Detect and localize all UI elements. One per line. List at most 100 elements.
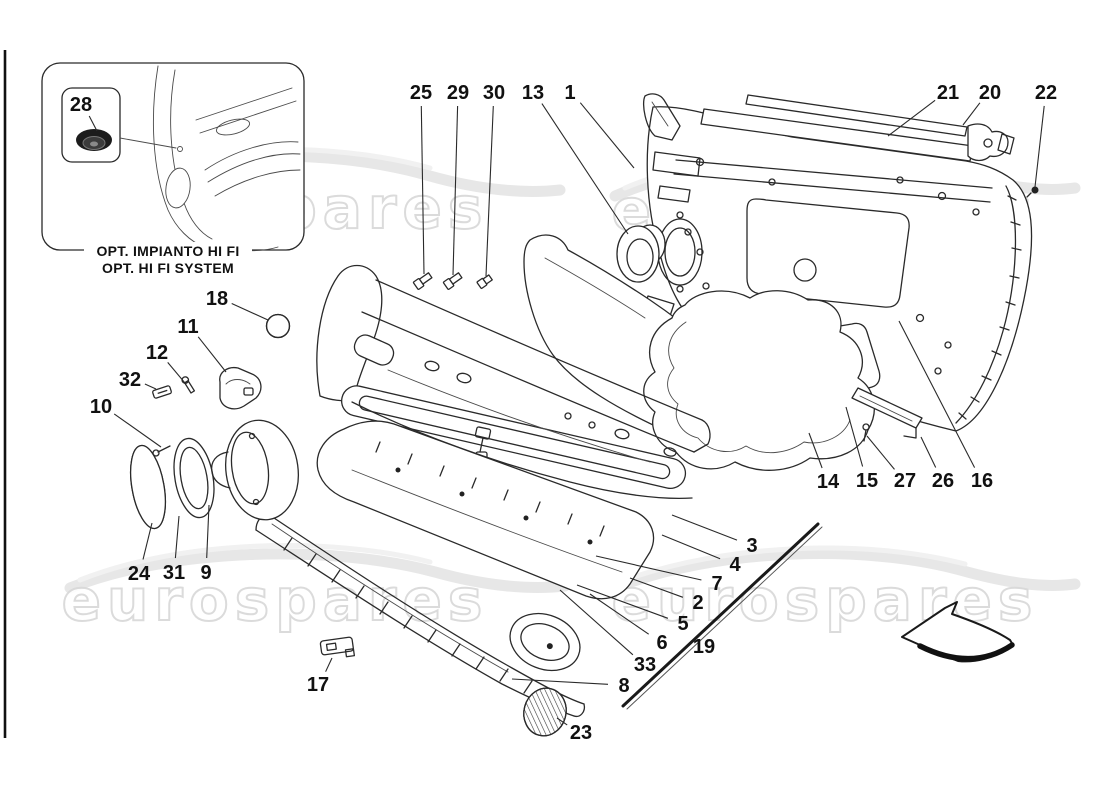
- part-label-6: 6: [656, 632, 667, 654]
- part-label-5: 5: [677, 613, 688, 635]
- leader-lines: [88, 99, 1045, 726]
- speaker-9-icon: [210, 419, 299, 521]
- part-label-1: 1: [564, 82, 575, 104]
- screw-29-icon: [442, 272, 463, 290]
- direction-arrow: [901, 601, 1015, 663]
- leader-line-13: [541, 103, 629, 235]
- gasket-31-icon: [173, 437, 215, 519]
- leader-line-4: [661, 534, 721, 560]
- speaker-assembly-drawing: [129, 419, 299, 530]
- part-label-30: 30: [483, 82, 505, 104]
- leader-line-11: [197, 336, 227, 373]
- screw-12-icon: [181, 376, 196, 394]
- leader-line-9: [206, 504, 210, 559]
- leader-line-5: [576, 584, 669, 619]
- fastener-icons: [412, 272, 493, 290]
- part-label-22: 22: [1035, 82, 1057, 104]
- leader-line-29: [452, 105, 459, 276]
- leader-line-25: [420, 105, 425, 275]
- caption-backing: [84, 242, 252, 278]
- part-label-27: 27: [894, 470, 916, 492]
- part-label-19: 19: [693, 636, 715, 658]
- clip-32-icon: [152, 385, 172, 399]
- leader-line-15: [845, 406, 864, 467]
- part-label-23: 23: [570, 722, 592, 744]
- leader-line-17: [325, 657, 333, 672]
- part-label-24: 24: [128, 563, 151, 585]
- part-label-4: 4: [729, 554, 741, 576]
- part-label-13: 13: [522, 82, 544, 104]
- part-label-29: 29: [447, 82, 469, 104]
- part-label-25: 25: [410, 82, 432, 104]
- nut-30-icon: [476, 274, 493, 289]
- insulation-pad-drawing: [643, 290, 875, 471]
- screw-10-icon: [152, 445, 171, 457]
- leader-line-8: [511, 678, 609, 685]
- leader-line-28: [88, 115, 98, 132]
- leader-line-22: [1034, 105, 1045, 188]
- part-label-33: 33: [634, 654, 656, 676]
- part-label-8: 8: [618, 675, 629, 697]
- leader-line-27: [866, 435, 895, 470]
- leader-line-10: [113, 413, 162, 448]
- part-label-17: 17: [307, 674, 329, 696]
- part-label-10: 10: [90, 396, 112, 418]
- part-label-26: 26: [932, 470, 954, 492]
- clip-22-icon: [1026, 186, 1039, 198]
- part-label-2: 2: [692, 592, 703, 614]
- leader-line-14: [808, 432, 823, 469]
- watermark-text-bottom-left: eurospares: [62, 566, 489, 634]
- adapter-rings-13-icon: [616, 224, 666, 283]
- leader-line-16: [898, 320, 976, 468]
- inset-caption-line2: OPT. HI FI SYSTEM: [102, 260, 234, 276]
- screw-27-icon: [862, 423, 870, 442]
- leader-line-1: [579, 102, 635, 169]
- leader-line-3: [671, 514, 738, 541]
- part-label-14: 14: [817, 471, 840, 493]
- leader-line-31: [174, 515, 180, 559]
- part-label-21: 21: [937, 82, 959, 104]
- pull-cup-drawing: [509, 612, 581, 672]
- part-label-32: 32: [119, 369, 141, 391]
- rod-19-drawing: [621, 522, 823, 710]
- speaker-grille-28-icon: [76, 129, 112, 151]
- trim-panel-drawing: [316, 264, 711, 672]
- part-label-11: 11: [177, 316, 198, 338]
- part-label-20: 20: [979, 82, 1001, 104]
- leader-line-24: [142, 522, 153, 560]
- leader-line-26: [920, 436, 937, 468]
- hifi-inset-box: OPT. IMPIANTO HI FI OPT. HI FI SYSTEM: [41, 62, 305, 278]
- speaker-grille-24-icon: [129, 444, 167, 530]
- part-label-16: 16: [971, 470, 993, 492]
- leader-line-21: [887, 99, 936, 137]
- latch-17-icon: [319, 636, 356, 658]
- leader-line-12: [167, 362, 186, 384]
- leader-line-7: [595, 555, 702, 581]
- leader-line-18: [231, 302, 269, 321]
- inset-caption-line1: OPT. IMPIANTO HI FI: [96, 243, 239, 259]
- screw-25-icon: [412, 272, 433, 290]
- leader-line-30: [485, 105, 494, 277]
- leader-line-6: [589, 593, 650, 635]
- speaker-grille-18-icon: [265, 313, 291, 339]
- part-label-7: 7: [711, 573, 722, 595]
- leader-line-2: [629, 577, 684, 598]
- inset-door-sketch: [119, 65, 301, 252]
- handle-11-icon: [219, 366, 262, 410]
- speaker-grille-23-icon: [523, 687, 567, 737]
- rail-26-drawing: [851, 387, 923, 442]
- leader-line-23: [556, 717, 568, 726]
- part-label-12: 12: [146, 342, 168, 364]
- part-label-28: 28: [70, 94, 92, 116]
- part-label-3: 3: [746, 535, 757, 557]
- part-label-9: 9: [200, 562, 211, 584]
- window-strips-drawing: [700, 94, 1015, 162]
- part-label-31: 31: [163, 562, 185, 584]
- part-label-18: 18: [206, 288, 228, 310]
- leader-line-32: [144, 383, 157, 390]
- cushion-drawing: [316, 420, 655, 600]
- leader-line-33: [559, 589, 634, 656]
